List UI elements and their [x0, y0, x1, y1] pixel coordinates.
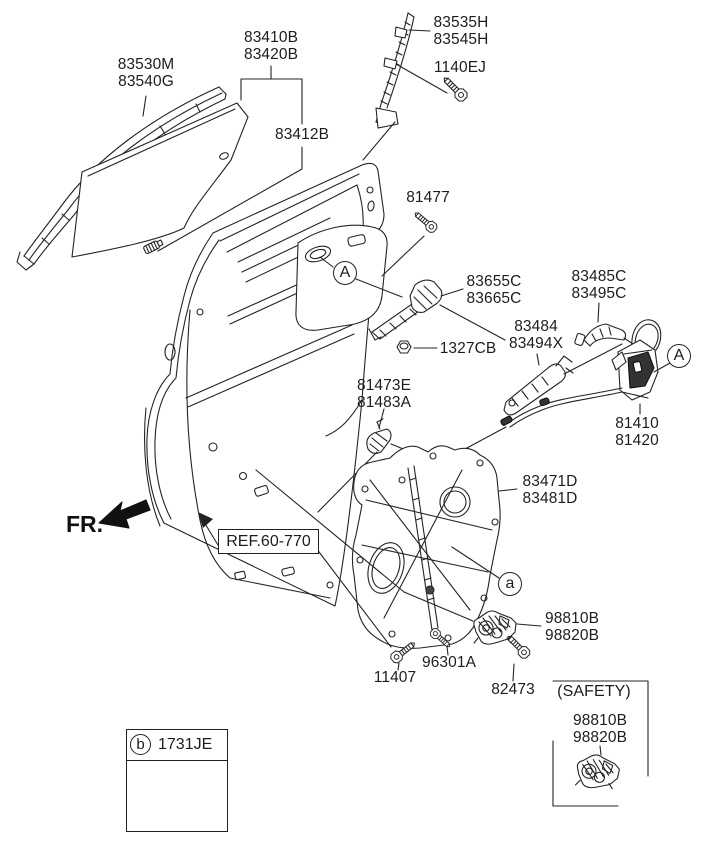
- part-label-latch-cover: 81473E 81483A: [356, 377, 412, 411]
- outer-handle-bracket-art: [574, 302, 637, 347]
- motor-art: [388, 610, 542, 682]
- safety-section-title: (SAFETY): [557, 683, 631, 700]
- part-label-bolt-handle: 81477: [406, 189, 450, 206]
- part-label-glass: 83410B 83420B: [243, 29, 299, 63]
- guide-channel-art: [362, 12, 470, 161]
- safety-section-art: [552, 680, 649, 807]
- grommet-code-label: 1731JE: [158, 736, 213, 753]
- fr-arrow: [98, 499, 151, 529]
- reference-label: REF.60-770: [226, 532, 311, 550]
- callout-section-a-latch[interactable]: A: [667, 344, 691, 368]
- outer-handle-base-art: [503, 343, 623, 416]
- grommet-legend-box: 1731JE: [126, 729, 228, 832]
- part-label-motor: 98810B 98820B: [544, 610, 600, 644]
- module-panel-art: [255, 445, 518, 649]
- part-label-inner-handle: 83655C 83665C: [466, 273, 522, 307]
- callout-section-a-handle[interactable]: A: [333, 261, 357, 285]
- glass-art: [71, 65, 303, 258]
- front-direction-label: FR.: [66, 511, 104, 537]
- part-label-module-panel: 83471D 83481D: [522, 473, 578, 507]
- part-label-safety-motor: 98810B 98820B: [572, 712, 628, 746]
- part-label-weatherstrip: 83530M 83540G: [117, 56, 175, 90]
- part-label-outer-handle-bracket: 83485C 83495C: [571, 268, 627, 302]
- part-label-outer-handle-base: 83484 83494X: [508, 318, 564, 352]
- part-label-screw-module: 96301A: [421, 654, 477, 671]
- inner-handle-art: [319, 208, 506, 354]
- latch-art: [451, 319, 671, 457]
- callout-section-b-grommet[interactable]: b: [130, 734, 151, 755]
- part-label-bolt-guide: 1140EJ: [433, 59, 487, 76]
- part-label-bolt-motor: 82473: [491, 681, 535, 698]
- part-label-bolt-module: 11407: [373, 669, 417, 686]
- grommet-legend-header: [127, 730, 227, 761]
- part-label-glass-clip: 83412B: [274, 126, 330, 143]
- part-label-nut: 1327CB: [439, 340, 497, 357]
- part-label-latch: 81410 81420: [615, 415, 659, 449]
- callout-section-a-module[interactable]: a: [498, 572, 522, 596]
- part-label-guide-channel: 83535H 83545H: [433, 14, 489, 48]
- reference-box: REF.60-770: [218, 529, 319, 554]
